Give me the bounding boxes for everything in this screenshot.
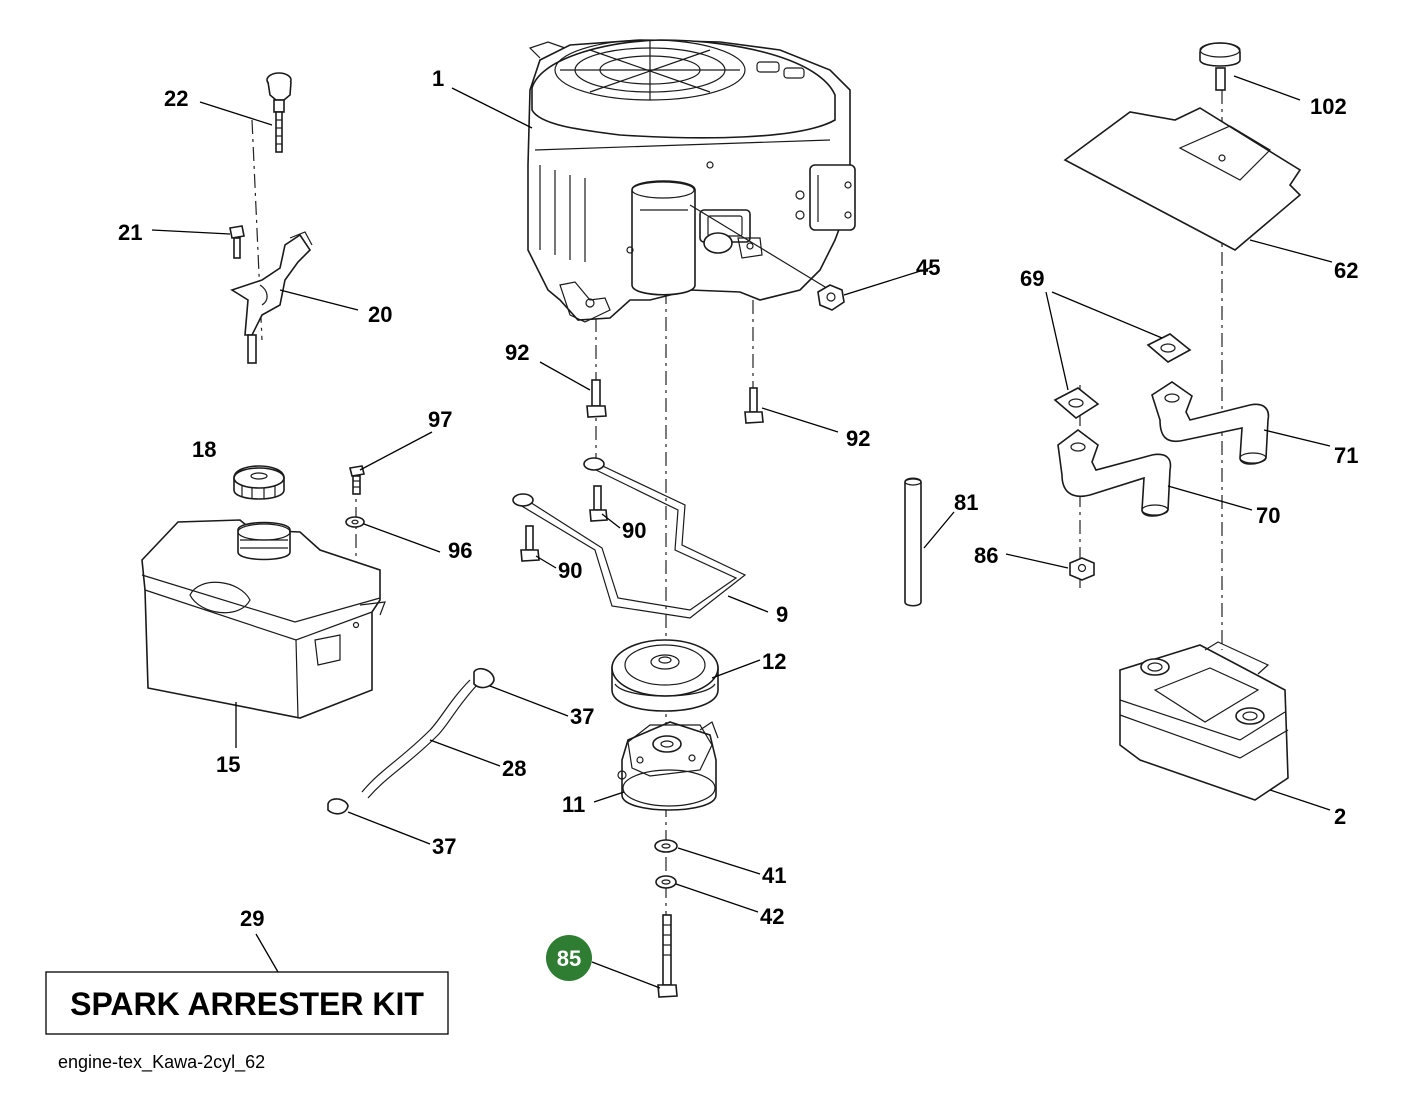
callout-92-left[interactable]: 92 — [505, 340, 529, 365]
fitting-45-part[interactable] — [817, 284, 845, 311]
heat-shield-62-part[interactable] — [1063, 107, 1302, 251]
dipstick-22-part[interactable] — [266, 72, 292, 153]
callout-69[interactable]: 69 — [1020, 266, 1044, 291]
callout-29[interactable]: 29 — [240, 906, 264, 931]
callout-28[interactable]: 28 — [502, 756, 526, 781]
pulley-12-part[interactable] — [611, 639, 719, 712]
callout-62[interactable]: 62 — [1334, 258, 1358, 283]
hose-clamp-37-upper-part[interactable] — [473, 668, 495, 689]
callout-22[interactable]: 22 — [164, 86, 188, 111]
diagram-caption: engine-tex_Kawa-2cyl_62 — [58, 1052, 265, 1073]
callout-20[interactable]: 20 — [368, 302, 392, 327]
exhaust-pipe-70-part[interactable] — [1057, 429, 1172, 517]
callout-81[interactable]: 81 — [954, 490, 978, 515]
exhaust-pipe-71-part[interactable] — [1151, 381, 1270, 465]
callout-42[interactable]: 42 — [760, 904, 784, 929]
bolt-90-right-part[interactable] — [589, 485, 608, 522]
callout-11[interactable]: 11 — [562, 792, 585, 817]
leader-lines — [151, 75, 1333, 989]
gasket-69-upper-part[interactable] — [1146, 333, 1192, 363]
bolt-90-left-part[interactable] — [520, 525, 540, 562]
washer-41-part[interactable] — [654, 839, 678, 853]
highlighted-callout-85[interactable]: 85 — [546, 935, 592, 981]
callout-71[interactable]: 71 — [1334, 443, 1358, 468]
callout-86[interactable]: 86 — [974, 543, 998, 568]
callout-45[interactable]: 45 — [916, 255, 940, 280]
washer-42-part[interactable] — [655, 875, 677, 889]
screw-97-part[interactable] — [349, 465, 365, 495]
callout-92-right[interactable]: 92 — [846, 426, 870, 451]
choke-bracket-20-part[interactable] — [230, 231, 313, 364]
callout-2[interactable]: 2 — [1334, 804, 1346, 829]
callout-labels: 1 22 21 20 45 92 92 97 18 96 90 90 9 12 … — [118, 66, 1358, 931]
muffler-2-part[interactable] — [1119, 641, 1289, 801]
callout-12[interactable]: 12 — [762, 649, 786, 674]
callout-85[interactable]: 85 — [557, 946, 581, 971]
spark-arrester-kit-box[interactable]: SPARK ARRESTER KIT — [45, 971, 449, 1035]
knob-102-part[interactable] — [1199, 42, 1241, 91]
bolt-92-left-part[interactable] — [586, 379, 607, 418]
bolt-21-part[interactable] — [229, 225, 245, 259]
bolt-85-part[interactable] — [657, 914, 678, 998]
callout-1[interactable]: 1 — [432, 66, 444, 91]
spark-arrester-kit-label: SPARK ARRESTER KIT — [70, 986, 424, 1022]
callout-9[interactable]: 9 — [776, 602, 788, 627]
callout-70[interactable]: 70 — [1256, 503, 1280, 528]
fuel-cap-18-part[interactable] — [233, 465, 285, 500]
nut-86-part[interactable] — [1069, 557, 1095, 581]
bolt-92-right-part[interactable] — [744, 387, 764, 424]
callout-102[interactable]: 102 — [1310, 94, 1347, 119]
engine-part[interactable] — [527, 39, 856, 323]
callout-37-upper[interactable]: 37 — [570, 704, 594, 729]
tube-81-part[interactable] — [904, 477, 922, 607]
washer-96-part[interactable] — [345, 516, 365, 528]
fuel-hose-28-part[interactable] — [361, 679, 479, 799]
callout-21[interactable]: 21 — [118, 220, 142, 245]
callout-41[interactable]: 41 — [762, 863, 786, 888]
hose-clamp-37-lower-part[interactable] — [327, 798, 349, 815]
callout-90-right[interactable]: 90 — [622, 518, 646, 543]
guard-bracket-9-part[interactable] — [512, 457, 747, 619]
fuel-tank-15-part[interactable] — [141, 519, 386, 719]
callout-90-left[interactable]: 90 — [558, 558, 582, 583]
clutch-11-part[interactable] — [617, 721, 719, 811]
callout-15[interactable]: 15 — [216, 752, 240, 777]
highlight-badge[interactable] — [546, 935, 592, 981]
callout-37-lower[interactable]: 37 — [432, 834, 456, 859]
callout-18[interactable]: 18 — [192, 437, 216, 462]
gasket-69-lower-part[interactable] — [1053, 387, 1100, 419]
callout-96[interactable]: 96 — [448, 538, 472, 563]
callout-97[interactable]: 97 — [428, 407, 452, 432]
